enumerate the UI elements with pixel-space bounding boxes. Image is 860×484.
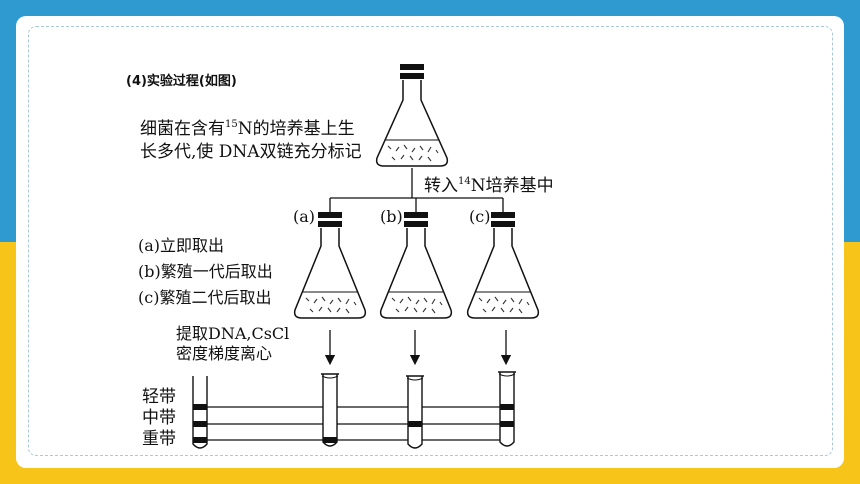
- tube-a: [321, 373, 339, 447]
- tube-c: [498, 371, 516, 447]
- origin-text-line1: 细菌在含有15N的培养基上生: [140, 119, 355, 139]
- flask-a: [293, 212, 367, 319]
- band-label-light: 轻带: [142, 387, 176, 407]
- flask-b: [379, 212, 453, 319]
- centrifuge-arrows: [324, 330, 512, 366]
- slide-card: [16, 16, 844, 468]
- heading: (4)实验过程(如图): [126, 73, 237, 89]
- flask-c: [466, 212, 540, 319]
- origin-text-line2: 长多代,使 DNA双链充分标记: [140, 141, 362, 162]
- card-dashed-border: [28, 26, 833, 456]
- band-label-heavy: 重带: [142, 429, 176, 449]
- extract-line2: 密度梯度离心: [176, 344, 272, 363]
- step-a: (a)立即取出: [138, 236, 224, 255]
- extract-line1: 提取DNA,CsCl: [176, 324, 289, 343]
- band-label-middle: 中带: [142, 408, 176, 428]
- tube-b: [406, 375, 424, 449]
- flask-label-a: (a): [293, 207, 315, 226]
- band-reference-lines: [205, 406, 500, 441]
- flask-label-c: (c): [469, 207, 490, 226]
- step-c: (c)繁殖二代后取出: [138, 288, 271, 307]
- transfer-text: 转入14N培养基中: [424, 176, 554, 196]
- step-b: (b)繁殖一代后取出: [138, 262, 273, 281]
- source-flask: [375, 64, 449, 167]
- flask-label-b: (b): [380, 207, 403, 226]
- branch-lines: [329, 168, 504, 212]
- bacteria-dots: [387, 144, 439, 162]
- reference-tube: [192, 376, 208, 449]
